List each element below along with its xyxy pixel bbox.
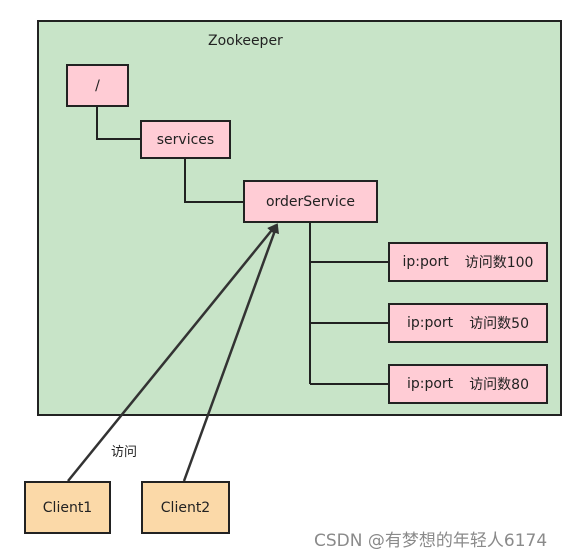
instance-visits: 访问数80 (469, 377, 530, 393)
zookeeper-title: Zookeeper (208, 33, 283, 49)
instance-address: ip:port (406, 376, 454, 392)
node-instance-2: ip:port 访问数50 (388, 303, 548, 343)
node-services: services (140, 120, 231, 159)
node-order-service: orderService (243, 180, 378, 223)
arrow-client2-orderservice (182, 223, 279, 482)
node-instance-3: ip:port 访问数80 (388, 364, 548, 404)
instance-address: ip:port (402, 254, 449, 270)
watermark: CSDN @有梦想的年轻人6174 (314, 531, 548, 551)
access-label: 访问 (111, 445, 138, 460)
edge-root-services (96, 106, 140, 140)
client2-box: Client2 (141, 481, 230, 534)
arrow-client1-orderservice (67, 223, 278, 482)
instance-visits: 访问数50 (469, 316, 530, 332)
instance-address: ip:port (406, 315, 454, 331)
node-instance-1: ip:port 访问数100 (388, 242, 548, 282)
client1-box: Client1 (24, 481, 111, 534)
node-root: / (66, 64, 129, 107)
edge-services-orderservice (184, 158, 243, 203)
instance-visits: 访问数100 (464, 255, 534, 271)
